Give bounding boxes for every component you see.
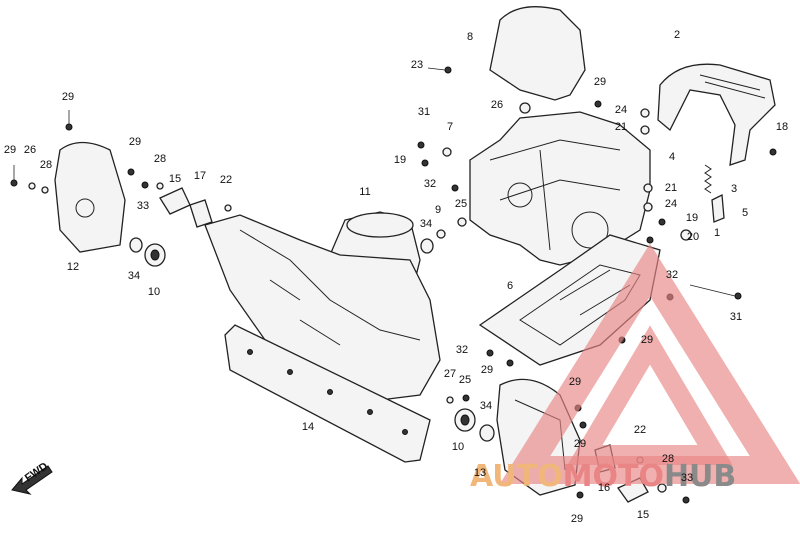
callout-29i: 29: [571, 513, 583, 525]
callout-1: 1: [714, 227, 720, 239]
callout-10a: 10: [148, 286, 160, 298]
callout-21b: 21: [665, 182, 677, 194]
callout-19b: 19: [686, 212, 698, 224]
callout-16: 16: [598, 482, 610, 494]
part-34-bushing: [129, 237, 495, 442]
part-14-scraper-bar: [224, 324, 431, 463]
callout-31b: 31: [730, 311, 742, 323]
callout-32c: 32: [456, 344, 468, 356]
callout-2: 2: [674, 29, 680, 41]
watermark-word-moto: MOTO: [563, 459, 664, 494]
watermark-word-hub: HUB: [664, 459, 736, 494]
callout-11: 11: [359, 186, 370, 198]
callout-33b: 33: [681, 472, 693, 484]
callout-5: 5: [742, 207, 748, 219]
part-4-housing: [469, 111, 651, 266]
callout-15a: 15: [169, 173, 181, 185]
part-12-side-cover: [54, 141, 126, 253]
callout-29g: 29: [569, 376, 581, 388]
callout-25a: 25: [455, 198, 467, 210]
part-17-plate: [189, 199, 213, 228]
callout-20: 20: [687, 231, 699, 243]
callout-29b: 29: [4, 144, 16, 156]
callout-labels: 1234567891010111213141515161718191920212…: [4, 29, 788, 525]
callout-24a: 24: [615, 104, 627, 116]
callout-29a: 29: [62, 91, 74, 103]
callout-26a: 26: [24, 144, 36, 156]
callout-4: 4: [669, 151, 675, 163]
callout-29c: 29: [129, 136, 141, 148]
callout-12: 12: [67, 261, 79, 273]
part-10-bearing-left: [144, 243, 166, 267]
callout-10b: 10: [452, 441, 464, 453]
callout-14: 14: [302, 421, 314, 433]
callout-29h: 29: [574, 438, 586, 450]
callout-7: 7: [447, 121, 453, 133]
part-5-clip: [711, 193, 725, 223]
callout-24b: 24: [665, 198, 677, 210]
callout-22b: 22: [634, 424, 646, 436]
part-3-spring: [704, 164, 712, 194]
part-15-bracket-left: [159, 187, 191, 215]
fasteners: [10, 66, 777, 504]
callout-33a: 33: [137, 200, 149, 212]
callout-32b: 32: [666, 269, 678, 281]
callout-3: 3: [731, 183, 737, 195]
callout-34a: 34: [128, 270, 140, 282]
callout-6: 6: [507, 280, 513, 292]
callout-25b: 25: [459, 374, 471, 386]
callout-8: 8: [467, 31, 473, 43]
callout-22a: 22: [220, 174, 232, 186]
callout-28c: 28: [662, 453, 674, 465]
callout-21a: 21: [615, 121, 627, 133]
callout-13: 13: [474, 467, 486, 479]
callout-19a: 19: [394, 154, 406, 166]
callout-34c: 34: [480, 400, 492, 412]
callout-29d: 29: [594, 76, 606, 88]
callout-9: 9: [435, 204, 441, 216]
callout-28a: 28: [40, 159, 52, 171]
fwd-indicator: FWD: [11, 460, 53, 495]
callout-15b: 15: [637, 509, 649, 521]
callout-31a: 31: [418, 106, 430, 118]
callout-17: 17: [194, 170, 206, 182]
callout-27: 27: [444, 368, 456, 380]
callout-34b: 34: [420, 218, 432, 230]
watermark-word-auto: AUTO: [470, 459, 563, 494]
part-2-bracket: [657, 63, 776, 166]
callout-23: 23: [411, 59, 423, 71]
callout-29f: 29: [481, 364, 493, 376]
callout-32a: 32: [424, 178, 436, 190]
part-10-bearing-right: [454, 408, 476, 432]
callout-18: 18: [776, 121, 788, 133]
watermark-logo: [499, 243, 800, 484]
part-8-cover: [489, 6, 586, 101]
callout-26b: 26: [491, 99, 503, 111]
callout-28b: 28: [154, 153, 166, 165]
watermark-text: AUTOMOTOHUB: [470, 459, 736, 494]
callout-29e: 29: [641, 334, 653, 346]
